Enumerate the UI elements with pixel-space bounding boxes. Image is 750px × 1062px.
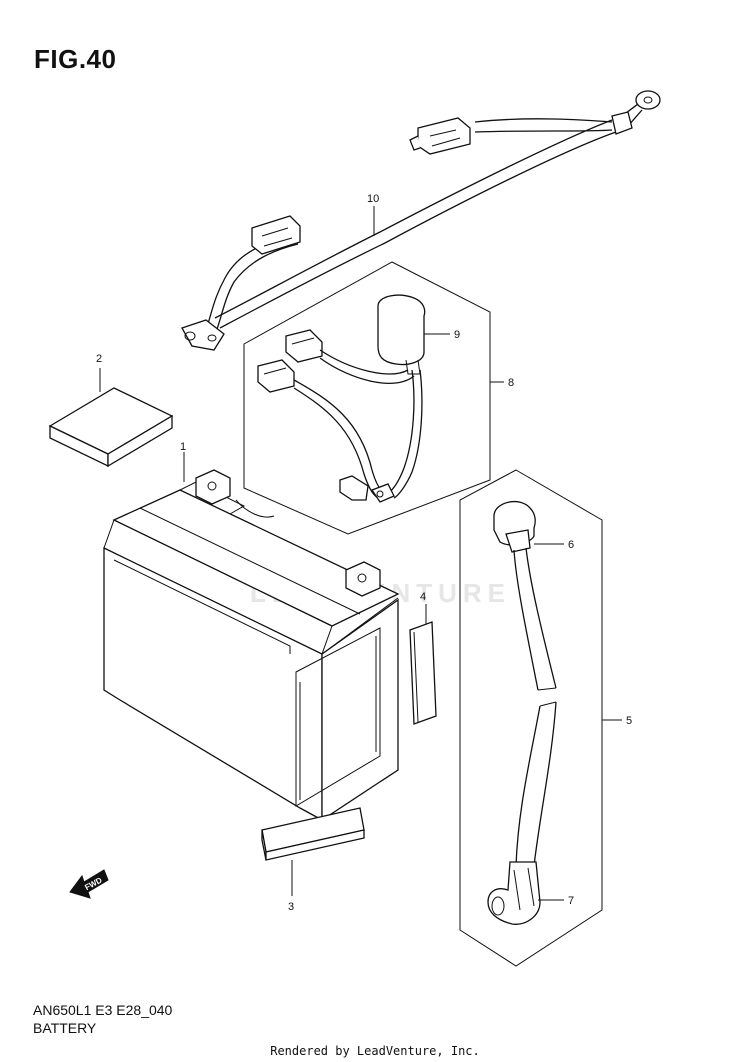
battery[interactable] <box>103 469 400 822</box>
part-8-box <box>243 261 491 535</box>
side-cushion[interactable] <box>409 621 437 725</box>
callout-2: 2 <box>96 353 102 365</box>
callout-5: 5 <box>626 715 632 727</box>
callout-1: 1 <box>180 441 186 453</box>
fig-title: FIG.40 <box>34 44 117 74</box>
callout-4: 4 <box>420 591 426 603</box>
model-code: AN650L1 E3 E28_040 <box>33 1002 173 1018</box>
starter-cable-assembly[interactable] <box>487 500 557 925</box>
section-name: BATTERY <box>33 1020 97 1036</box>
fwd-arrow-icon: FWD <box>69 869 109 899</box>
part-5-box <box>459 469 603 967</box>
callout-6: 6 <box>568 539 574 551</box>
footer-credit: Rendered by LeadVenture, Inc. <box>270 1044 480 1058</box>
spacer-pad[interactable] <box>48 387 174 468</box>
wiring-harness[interactable] <box>181 90 661 351</box>
callout-9: 9 <box>454 329 460 341</box>
callout-7: 7 <box>568 895 574 907</box>
callout-8: 8 <box>508 377 514 389</box>
callout-10: 10 <box>367 193 379 205</box>
negative-lead-assembly[interactable] <box>257 294 426 503</box>
callout-3: 3 <box>288 901 294 913</box>
lower-cushion[interactable] <box>261 807 365 861</box>
